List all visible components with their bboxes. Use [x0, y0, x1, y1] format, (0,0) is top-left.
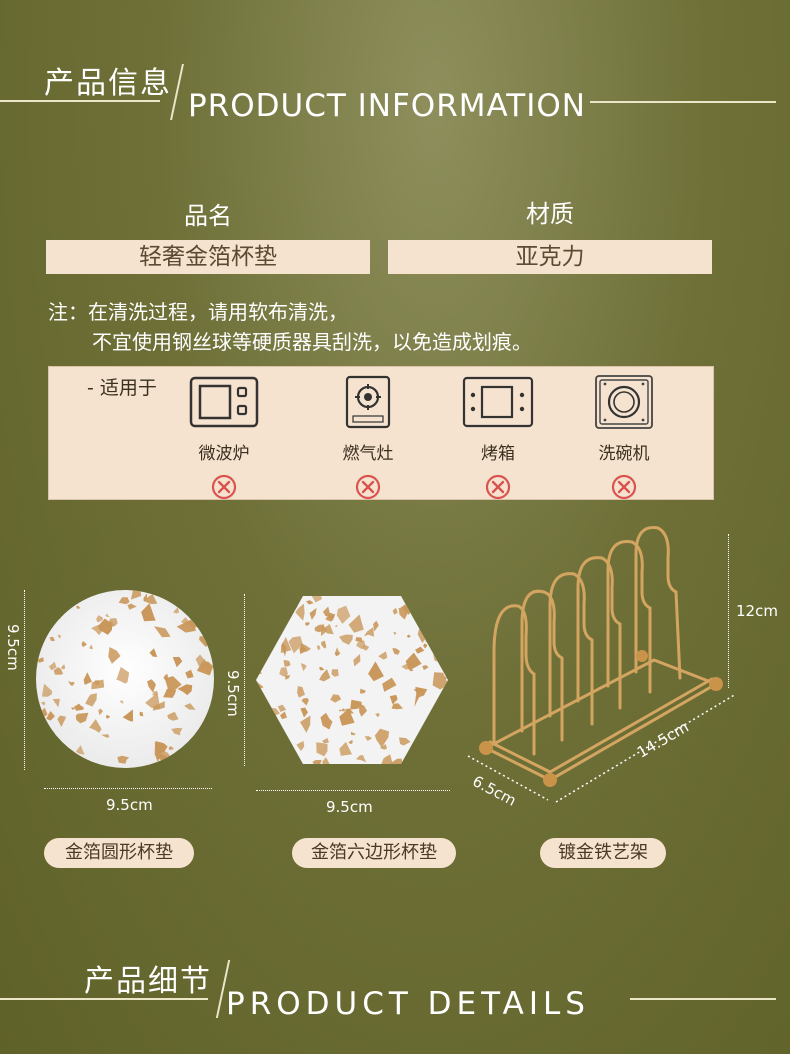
hex-width-label: 9.5cm [326, 798, 373, 816]
round-width-line [44, 788, 212, 789]
hex-height-label: 9.5cm [224, 670, 242, 717]
gold-rack-image [479, 526, 723, 787]
not-suitable-icon [355, 474, 381, 500]
rack-height-label: 12cm [736, 602, 778, 620]
care-note-line2: 不宜使用钢丝球等硬质器具刮洗，以免造成划痕。 [92, 330, 532, 354]
spec-value-material: 亚克力 [388, 240, 712, 274]
care-note-line1: 注：在清洗过程，请用软布清洗， [48, 300, 348, 324]
hex-coaster-image [256, 596, 448, 764]
round-coaster-image [36, 590, 214, 768]
not-suitable-icon [211, 474, 237, 500]
appliance-microwave: 微波炉 [169, 375, 279, 500]
appliance-oven: 烤箱 [443, 375, 553, 500]
appliance-oven-label: 烤箱 [481, 444, 515, 464]
oven-icon [462, 376, 534, 428]
round-coaster-label: 金箔圆形杯垫 [44, 838, 194, 868]
hex-height-line [244, 594, 245, 766]
dishwasher-icon [595, 375, 653, 429]
suitable-label: - 适用于 [87, 377, 157, 399]
details-header-en: PRODUCT DETAILS [226, 986, 590, 1022]
not-suitable-icon [485, 474, 511, 500]
hex-coaster-label: 金箔六边形杯垫 [292, 838, 456, 868]
info-header-line-right [590, 101, 776, 103]
details-header-cn: 产品细节 [84, 964, 212, 999]
info-header-slash [170, 64, 184, 120]
rack-depth-line [467, 755, 549, 801]
appliance-microwave-label: 微波炉 [198, 444, 250, 464]
details-header-line-right [630, 998, 776, 1000]
details-header-line-left [0, 998, 208, 1000]
appliance-gas-stove: 燃气灶 [313, 375, 423, 500]
round-height-line [24, 590, 25, 770]
appliance-dishwasher: 洗碗机 [569, 375, 679, 500]
appliance-dishwasher-label: 洗碗机 [598, 444, 650, 464]
info-header-en: PRODUCT INFORMATION [188, 88, 586, 124]
not-suitable-icon [611, 474, 637, 500]
spec-value-name: 轻奢金箔杯垫 [46, 240, 370, 274]
info-header-cn: 产品信息 [44, 66, 172, 101]
spec-title-material: 材质 [526, 200, 574, 228]
info-header-line-left [0, 100, 160, 102]
hex-width-line [256, 790, 450, 791]
gold-rack-label: 镀金铁艺架 [540, 838, 666, 868]
round-height-label: 9.5cm [4, 624, 22, 671]
microwave-icon [189, 376, 259, 428]
rack-height-line [728, 534, 729, 688]
round-width-label: 9.5cm [106, 796, 153, 814]
spec-title-name: 品名 [184, 202, 232, 230]
appliance-gas-stove-label: 燃气灶 [342, 444, 394, 464]
gas-stove-icon [345, 375, 391, 429]
suitable-panel: - 适用于 微波炉 燃气灶 [48, 366, 714, 500]
